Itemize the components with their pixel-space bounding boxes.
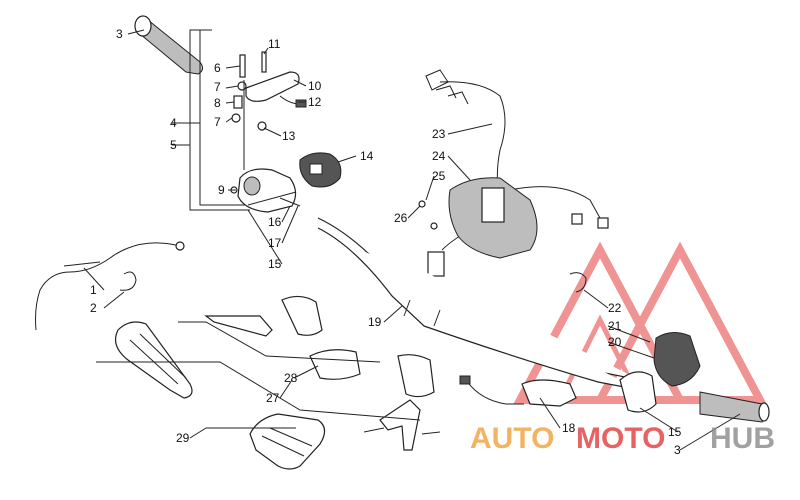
handlebar — [317, 217, 641, 391]
callout-23: 23 — [432, 127, 446, 141]
callout-20: 20 — [608, 335, 622, 349]
callout-9: 9 — [218, 183, 225, 197]
callout-3-right: 3 — [674, 443, 681, 457]
watermark-moto: MOTO — [576, 422, 665, 455]
callout-labels: 3 4 5 6 7 8 7 11 10 12 13 9 16 17 15 14 … — [90, 27, 682, 457]
hand-guard-right — [249, 413, 326, 470]
callout-14: 14 — [360, 149, 374, 163]
callout-27: 27 — [266, 391, 280, 405]
mount-brackets — [204, 295, 441, 451]
throttle-cable — [35, 241, 185, 331]
leader-lines — [83, 29, 741, 451]
callout-6: 6 — [214, 61, 221, 75]
right-controls — [459, 272, 770, 423]
group-lines — [96, 321, 421, 429]
callout-13: 13 — [282, 129, 296, 143]
callout-21: 21 — [608, 319, 622, 333]
callout-19: 19 — [368, 315, 382, 329]
callout-29: 29 — [176, 431, 190, 445]
group-bracket-left — [172, 29, 270, 211]
switch-housing-24 — [418, 177, 538, 259]
throttle-housing — [230, 168, 301, 213]
callout-28: 28 — [284, 371, 298, 385]
callout-7-top: 7 — [214, 80, 221, 94]
callout-15-right: 15 — [668, 425, 682, 439]
watermark-text: AUTO MOTO HUB — [470, 422, 775, 455]
watermark-hub: HUB — [710, 422, 775, 455]
callout-17: 17 — [268, 236, 282, 250]
throttle-hardware — [231, 51, 307, 170]
callout-10: 10 — [308, 79, 322, 93]
callout-8: 8 — [214, 96, 221, 110]
callout-24: 24 — [432, 149, 446, 163]
callout-15-left: 15 — [268, 257, 282, 271]
callout-2: 2 — [90, 301, 97, 315]
callout-11: 11 — [268, 37, 281, 51]
callout-1: 1 — [90, 283, 97, 297]
callout-3-left: 3 — [116, 27, 123, 41]
watermark-auto: AUTO — [470, 422, 554, 455]
callout-18: 18 — [562, 421, 576, 435]
callout-4: 4 — [170, 116, 177, 130]
hand-guard-left — [115, 321, 193, 399]
callout-22: 22 — [608, 301, 622, 315]
callout-5: 5 — [170, 138, 177, 152]
callout-25: 25 — [432, 169, 446, 183]
switch-assembly-14 — [299, 152, 342, 188]
callout-16: 16 — [268, 215, 282, 229]
callout-12: 12 — [308, 95, 322, 109]
callout-7-bottom: 7 — [214, 115, 221, 129]
left-grip — [134, 15, 204, 75]
callout-26: 26 — [394, 211, 408, 225]
